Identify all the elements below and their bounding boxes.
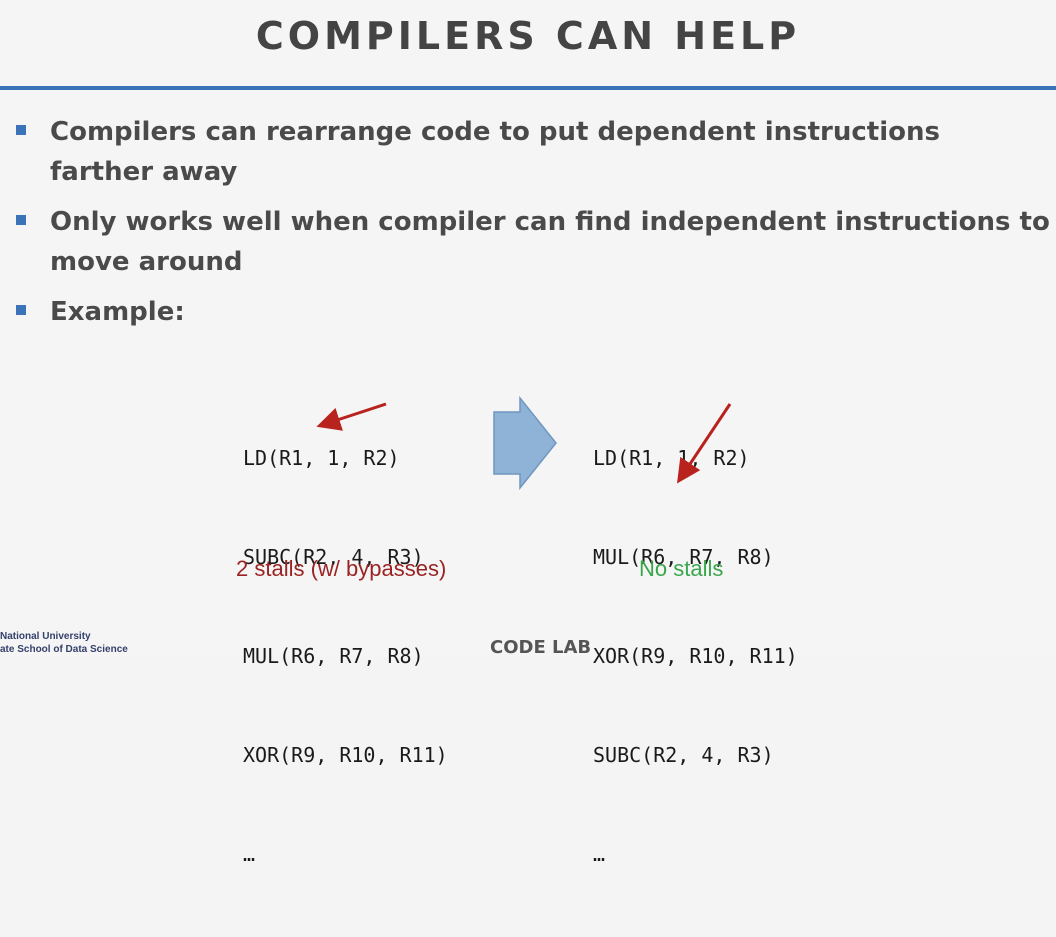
code-line: SUBC(R2, 4, R3) bbox=[243, 545, 424, 569]
code-line: XOR(R9, R10, R11) bbox=[243, 743, 448, 767]
square-bullet-icon bbox=[16, 305, 26, 315]
bullet-text: Compilers can rearrange code to put depe… bbox=[50, 117, 940, 187]
bullet-text: Example: bbox=[50, 297, 185, 327]
code-line: SUBC(R2, 4, R3) bbox=[593, 743, 774, 767]
code-line: MUL(R6, R7, R8) bbox=[243, 644, 424, 668]
logo-line: National University bbox=[0, 631, 91, 642]
code-line: … bbox=[593, 842, 606, 866]
code-line: LD(R1, 1, R2) bbox=[593, 446, 750, 470]
slide-title: COMPILERS CAN HELP bbox=[255, 14, 801, 58]
bullet-text: Only works well when compiler can find i… bbox=[50, 207, 1050, 277]
code-line: XOR(R9, R10, R11) bbox=[593, 644, 798, 668]
code-after: LD(R1, 1, R2) MUL(R6, R7, R8) XOR(R9, R1… bbox=[593, 376, 798, 937]
code-before: LD(R1, 1, R2) SUBC(R2, 4, R3) MUL(R6, R7… bbox=[243, 376, 448, 937]
bullet-item: Example: bbox=[16, 292, 1052, 332]
stalls-caption: 2 stalls (w/ bypasses) bbox=[236, 556, 447, 581]
square-bullet-icon bbox=[16, 125, 26, 135]
university-logo-text: National University ate School of Data S… bbox=[0, 630, 128, 656]
code-line: LD(R1, 1, R2) bbox=[243, 446, 400, 470]
slide: COMPILERS CAN HELP Compilers can rearran… bbox=[0, 14, 1056, 866]
bullet-list: Compilers can rearrange code to put depe… bbox=[16, 112, 1052, 342]
no-stalls-caption: No stalls bbox=[639, 556, 724, 581]
logo-line: ate School of Data Science bbox=[0, 644, 128, 655]
square-bullet-icon bbox=[16, 215, 26, 225]
bullet-item: Only works well when compiler can find i… bbox=[16, 202, 1052, 282]
right-arrow-icon bbox=[493, 395, 557, 491]
footer-brand: CODE LAB bbox=[490, 637, 592, 658]
code-line: MUL(R6, R7, R8) bbox=[593, 545, 774, 569]
code-line: … bbox=[243, 842, 256, 866]
title-divider bbox=[0, 86, 1056, 90]
bullet-item: Compilers can rearrange code to put depe… bbox=[16, 112, 1052, 192]
